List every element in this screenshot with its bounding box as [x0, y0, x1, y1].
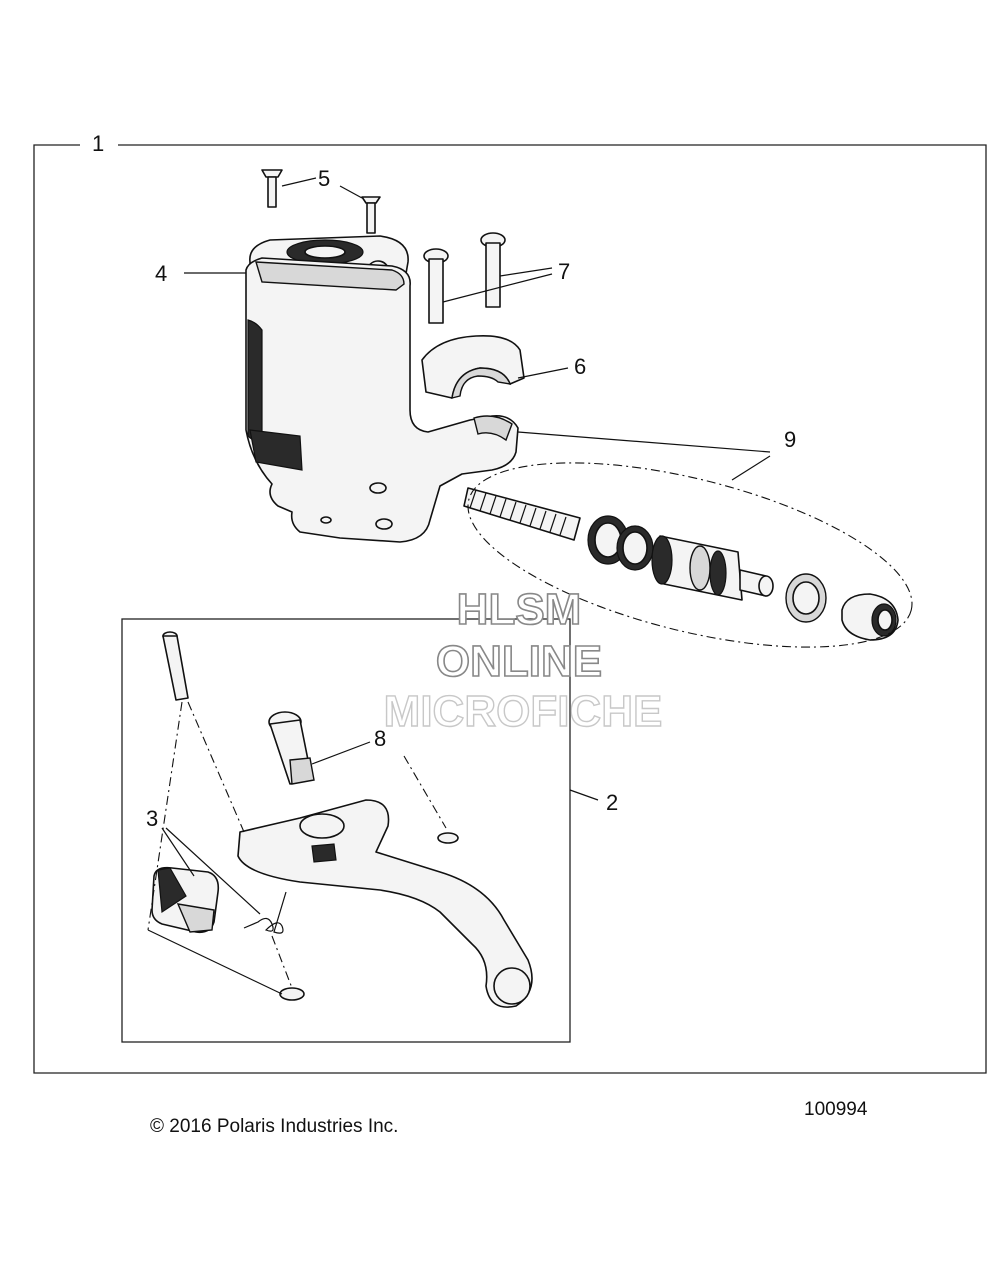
leader-6 [517, 367, 569, 379]
leader-5 [281, 177, 317, 187]
copyright-text: © 2016 Polaris Industries Inc. [150, 1116, 398, 1137]
seal-ring-2 [616, 525, 654, 571]
callout-7: 7 [558, 259, 570, 284]
lever-pivot-bolt-8 [268, 711, 315, 785]
lever-pivot-pin-long [162, 631, 189, 701]
leader-8 [311, 741, 371, 765]
reservoir-cap-screw-left [261, 169, 283, 208]
leader-9b [731, 455, 771, 481]
leader-3b [165, 827, 261, 915]
leader-2 [569, 789, 599, 801]
callout-9: 9 [784, 427, 796, 452]
leader-3c [147, 929, 283, 995]
handlebar-clamp [421, 334, 525, 399]
watermark-line-3: MICROFICHE [384, 687, 663, 736]
callout-2: 2 [606, 790, 618, 815]
callout-3: 3 [146, 806, 158, 831]
callout-8: 8 [374, 726, 386, 751]
retaining-clip-upper [437, 832, 459, 844]
callout-5: 5 [318, 166, 330, 191]
assembly-frame [33, 144, 987, 1074]
callout-1: 1 [92, 131, 104, 156]
clamp-bolt-right [480, 232, 506, 308]
watermark-line-2: ONLINE [436, 637, 602, 686]
lever-subassembly-frame [121, 618, 571, 1043]
dash-lower [271, 935, 293, 989]
leader-8b [403, 755, 447, 829]
piston [651, 535, 774, 601]
dash-pin-2 [187, 701, 245, 833]
return-spring [463, 487, 581, 541]
leader-3a [161, 827, 195, 877]
clamp-bolt-left [423, 248, 449, 324]
brake-lever [237, 799, 533, 1008]
leader-7a [442, 273, 553, 303]
washer [785, 573, 827, 623]
lever-adjuster-block [151, 866, 220, 934]
watermark-line-1: HLSM [457, 585, 582, 634]
figure-number: 100994 [804, 1099, 868, 1120]
callout-6: 6 [574, 354, 586, 379]
dust-boot [841, 593, 899, 641]
lever-spring [243, 891, 287, 934]
callout-4: 4 [155, 261, 167, 286]
reservoir-cap-screw-right [361, 196, 381, 234]
leader-5b [339, 185, 363, 199]
dash-pin [147, 701, 183, 931]
leader-9a [517, 431, 771, 453]
leader-7b [499, 267, 553, 277]
kit-dashed-outline [467, 462, 913, 648]
master-cylinder-body [245, 257, 519, 543]
retaining-clip-lower [279, 987, 305, 1001]
